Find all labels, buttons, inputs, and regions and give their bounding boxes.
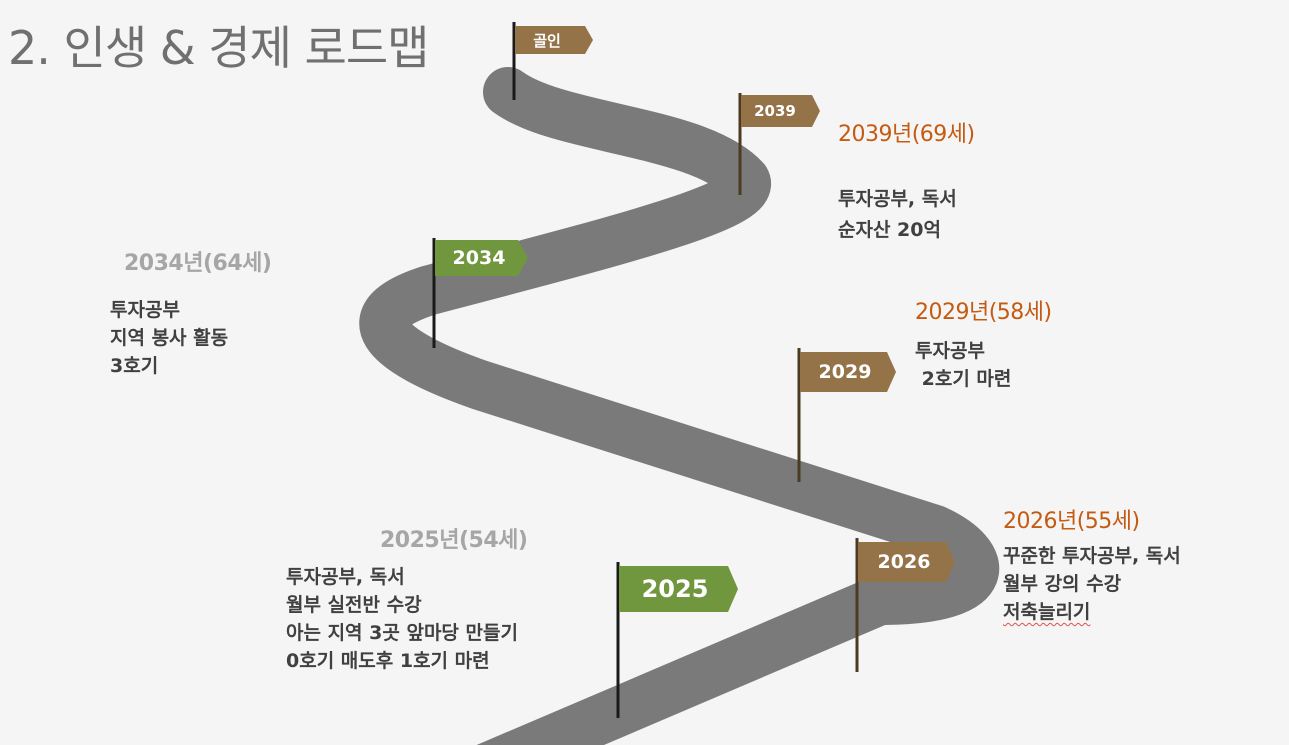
milestone-2026-line: 꾸준한 투자공부, 독서 [1003, 545, 1181, 567]
flag-goal [515, 26, 593, 54]
milestone-2029-line: 2호기 마련 [915, 368, 1012, 390]
milestone-2039-line: 순자산 20억 [838, 219, 941, 241]
flag-label-2025: 2025 [641, 575, 709, 603]
milestone-2029-desc: 투자공부 2호기 마련 [915, 337, 1011, 393]
milestone-2026-line: 저축늘리기 [1003, 601, 1091, 623]
milestone-2025-line: 월부 실전반 수강 [286, 594, 422, 616]
milestone-2039-line: 투자공부, 독서 [838, 188, 957, 210]
milestone-2025-line: 0호기 매도후 1호기 마련 [286, 650, 490, 672]
milestone-2034-line: 3호기 [110, 355, 159, 377]
milestone-2034-line: 투자공부 [110, 299, 180, 321]
milestone-2039-desc: 투자공부, 독서 순자산 20억 [838, 184, 957, 246]
milestone-2039-year: 2039년(69세) [838, 122, 975, 147]
milestone-2026-year: 2026년(55세) [1003, 509, 1140, 534]
milestone-2034-desc: 투자공부 지역 봉사 활동 3호기 [110, 296, 228, 380]
road-path [359, 67, 999, 745]
flag-2025 [619, 566, 738, 612]
milestone-2026-desc: 꾸준한 투자공부, 독서 월부 강의 수강 저축늘리기 [1003, 542, 1181, 626]
flag-label-2029: 2029 [818, 361, 872, 383]
milestone-2025-line: 투자공부, 독서 [286, 566, 405, 588]
flag-label-2034: 2034 [452, 247, 506, 269]
milestone-2034-line: 지역 봉사 활동 [110, 327, 229, 349]
flag-2034 [435, 240, 528, 276]
milestone-2029-line: 투자공부 [915, 340, 985, 362]
flag-2026 [858, 542, 955, 582]
milestone-2034-year: 2034년(64세) [124, 251, 272, 276]
milestone-2025-line: 아는 지역 3곳 앞마당 만들기 [286, 622, 518, 644]
flag-label-2026: 2026 [877, 551, 931, 573]
flag-label-2039: 2039 [754, 102, 796, 120]
flag-label-goal: 골인 [533, 31, 561, 50]
flag-2039 [741, 95, 820, 127]
milestone-2025-desc: 투자공부, 독서 월부 실전반 수강 아는 지역 3곳 앞마당 만들기 0호기 … [286, 563, 518, 675]
milestone-2026-line: 월부 강의 수강 [1003, 573, 1122, 595]
milestone-2029-year: 2029년(58세) [915, 300, 1052, 325]
flag-2029 [800, 352, 896, 392]
milestone-2025-year: 2025년(54세) [380, 528, 528, 553]
page-title: 2. 인생 & 경제 로드맵 [8, 21, 429, 75]
